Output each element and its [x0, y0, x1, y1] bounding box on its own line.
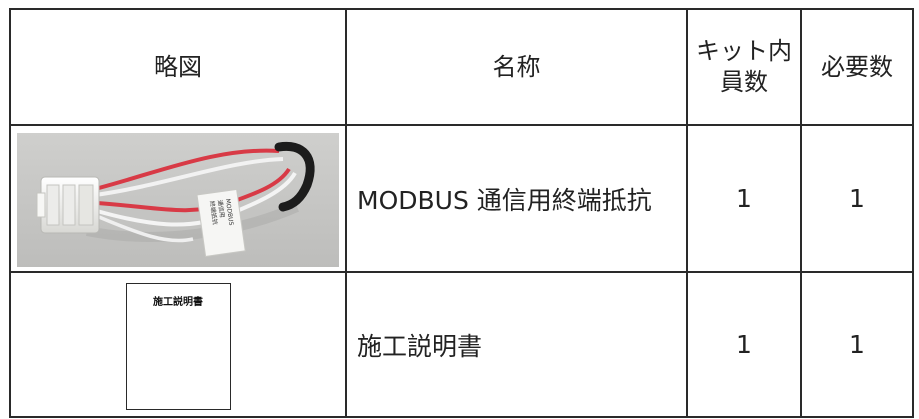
heat-shrink-tube	[274, 141, 315, 212]
header-sketch: 略図	[9, 8, 347, 126]
manual-sketch-label: 施工説明書	[153, 297, 203, 308]
white-wire	[94, 157, 284, 197]
sketch-cell-installation-manual: 施工説明書	[9, 271, 347, 418]
table-header-row: 略図 名称 キット内 員数 必要数	[9, 8, 914, 126]
installation-manual-sketch: 施工説明書	[125, 283, 231, 410]
white-wire	[98, 215, 194, 243]
kit-quantity: 1	[686, 271, 802, 418]
tag-text-line-1: MODBUS	[224, 198, 235, 226]
sketch-cell-termination-resistor: MODBUS 通信用 終端抵抗	[9, 124, 347, 273]
header-kit-line1: キット内	[696, 37, 792, 65]
tag-text-line-3: 終端抵抗	[208, 200, 219, 225]
kit-quantity: 1	[686, 124, 802, 273]
red-wire	[94, 148, 280, 191]
header-required-quantity: 必要数	[800, 8, 914, 126]
required-quantity: 1	[800, 271, 914, 418]
required-quantity: 1	[800, 124, 914, 273]
termination-resistor-photo: MODBUS 通信用 終端抵抗	[17, 133, 339, 267]
clipped-top-caption	[90, 0, 450, 5]
table-row: 施工説明書 施工説明書 1 1	[9, 271, 914, 418]
header-kit-quantity: キット内 員数	[686, 8, 802, 126]
item-name: 施工説明書	[345, 271, 688, 418]
table-row: MODBUS 通信用 終端抵抗 MODBUS 通信用終端抵抗 1 1	[9, 124, 914, 273]
tag-text-line-2: 通信用	[216, 199, 226, 218]
white-connector	[36, 176, 100, 234]
parts-table: 略図 名称 キット内 員数 必要数	[9, 8, 914, 418]
header-name: 名称	[345, 8, 688, 126]
header-kit-line2: 員数	[720, 68, 768, 96]
item-name: MODBUS 通信用終端抵抗	[345, 124, 688, 273]
label-tag: MODBUS 通信用 終端抵抗	[196, 188, 246, 257]
